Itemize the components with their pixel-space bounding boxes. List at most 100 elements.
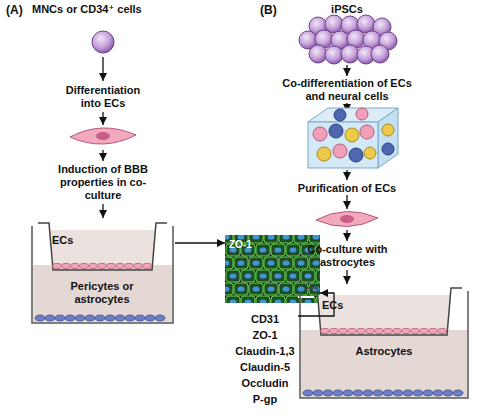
ipsc-cluster — [299, 15, 397, 64]
endothelial-cell — [80, 263, 89, 268]
step-label: Co-culture with astrocytes — [300, 243, 395, 269]
cell-nucleus — [225, 260, 230, 265]
tight-junction — [309, 235, 320, 243]
micrograph: ZO-1 — [225, 235, 320, 303]
endothelial-cell — [116, 263, 125, 268]
node-text: ECs — [52, 234, 92, 247]
endothelial-cell — [53, 263, 62, 268]
tight-junction — [271, 270, 285, 282]
cell-nucleus — [305, 273, 312, 278]
support-cell — [323, 390, 333, 396]
support-cell — [383, 390, 393, 396]
tight-junction — [271, 296, 285, 303]
cell-nucleus — [320, 273, 321, 278]
cube-face — [308, 122, 378, 168]
tight-junction — [286, 296, 300, 303]
cell-nucleus — [313, 260, 320, 265]
cube-face — [378, 108, 398, 168]
marker-label: ZO-1 — [215, 329, 315, 342]
cell-nucleus — [238, 235, 245, 240]
support-cell — [65, 315, 75, 321]
endothelial-cell — [366, 328, 375, 333]
endothelial-cell — [333, 144, 347, 158]
tight-junction — [271, 244, 285, 256]
cell-nucleus — [283, 260, 290, 265]
tight-junction — [225, 257, 233, 269]
endothelial-cell — [348, 328, 357, 333]
well-wall — [300, 291, 468, 398]
tight-junction — [301, 270, 315, 282]
cell-nucleus — [260, 247, 267, 252]
flow-arrow — [346, 170, 347, 180]
marker-label: Claudin-5 — [215, 361, 315, 374]
cell-nucleus — [275, 299, 282, 303]
endothelial-cell — [384, 328, 393, 333]
step-label: Purification of ECs — [272, 182, 422, 195]
cell-nucleus — [230, 299, 237, 303]
cell-nucleus — [245, 273, 252, 278]
endothelial-cell — [89, 263, 98, 268]
cell-nucleus — [290, 273, 297, 278]
flow-arrow — [102, 112, 103, 125]
cell-nucleus — [313, 286, 320, 291]
neural-cell — [334, 109, 346, 121]
panel-letter: (A) — [6, 4, 36, 17]
connector-arrow — [298, 293, 334, 316]
marker-label: Occludin — [215, 377, 315, 390]
endothelial-cell — [402, 328, 411, 333]
cell-nucleus — [268, 235, 275, 240]
tight-junction — [241, 270, 255, 282]
tight-junction — [294, 257, 308, 269]
cell-nucleus — [340, 215, 354, 223]
tight-junction — [256, 296, 270, 303]
support-cell — [343, 390, 353, 396]
tight-junction — [279, 257, 293, 269]
endothelial-cell — [411, 328, 420, 333]
neural-cell — [345, 128, 359, 142]
tight-junction — [226, 296, 240, 303]
tight-junction — [225, 283, 233, 295]
neural-cell — [382, 143, 394, 155]
endothelial-cell — [330, 328, 339, 333]
panel-letter: (B) — [260, 4, 290, 17]
support-cell — [75, 315, 85, 321]
endothelial-cell — [62, 263, 71, 268]
support-cell — [85, 315, 95, 321]
endothelial-cell — [134, 263, 143, 268]
insert-medium — [317, 295, 451, 335]
tight-junction — [264, 283, 278, 295]
tight-junction — [249, 257, 263, 269]
neural-cell — [349, 148, 363, 162]
tight-junction — [309, 283, 320, 295]
cell-nucleus — [305, 299, 312, 303]
endothelial-cell — [143, 263, 152, 268]
endothelial-cell — [321, 328, 330, 333]
support-cell — [35, 315, 45, 321]
endothelial-cell — [356, 108, 368, 120]
flow-arrow — [346, 195, 347, 209]
support-cell — [393, 390, 403, 396]
cell-nucleus — [275, 247, 282, 252]
cell-nucleus — [253, 286, 260, 291]
tight-junction — [226, 270, 240, 282]
tight-junction — [256, 244, 270, 256]
transwell-culture: ECsPericytes or astrocytes — [30, 220, 175, 325]
node-text: ECs — [322, 299, 362, 312]
neural-cell — [329, 124, 343, 138]
cell-nucleus — [298, 260, 305, 265]
cell-nucleus — [238, 260, 245, 265]
tight-junction — [279, 235, 293, 243]
stem-cell — [309, 45, 327, 63]
source-label: MNCs or CD34⁺ cells — [32, 3, 172, 16]
cell-nucleus — [275, 273, 282, 278]
flow-arrow — [102, 57, 103, 81]
neural-cell — [317, 147, 331, 161]
tight-junction — [256, 270, 270, 282]
tight-junction — [249, 283, 263, 295]
transwell-culture: ECsAstrocytes — [298, 285, 470, 400]
tight-junction — [286, 270, 300, 282]
insert-wall — [306, 288, 462, 335]
neural-cell — [382, 124, 394, 136]
flow-arrow — [346, 270, 347, 284]
